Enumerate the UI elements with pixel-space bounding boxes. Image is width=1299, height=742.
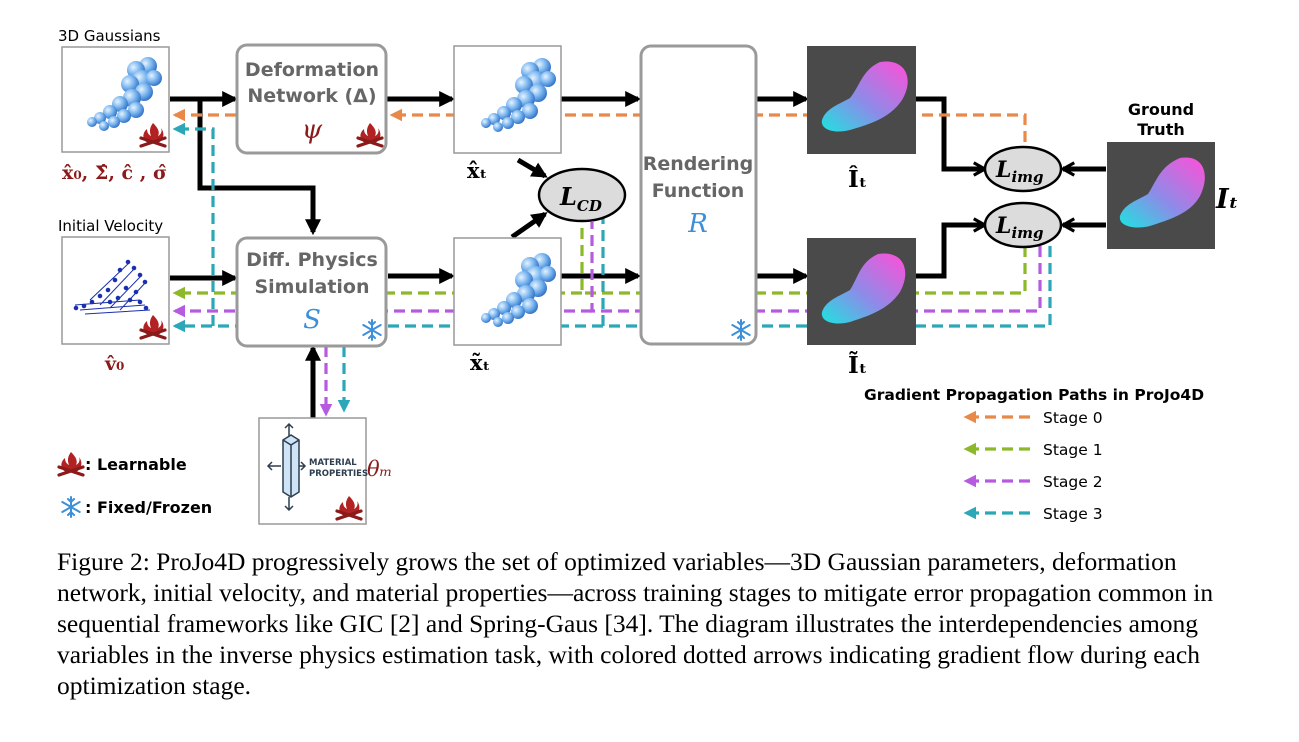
rendering-symbol: R	[687, 209, 708, 239]
deformation-title-line2: Network (Δ)	[247, 85, 376, 107]
key: : Learnable : Fixed/Frozen	[57, 450, 212, 518]
loss-img-subscript: img	[1011, 168, 1043, 186]
velocity-var-label: v̂₀	[104, 353, 124, 375]
ground-truth-line1: Ground	[1128, 100, 1194, 119]
velocity-panel	[61, 236, 170, 345]
material-label-line2: PROPERTIES	[309, 469, 368, 479]
i-hat-panel	[807, 46, 916, 154]
svg-text:LCD: LCD	[559, 182, 602, 215]
rendered-image-blob	[821, 61, 908, 132]
simulated-render-blob	[821, 253, 906, 324]
legend-title: Gradient Propagation Paths in ProJo4D	[864, 386, 1204, 404]
i-tilde-label: Ĩₜ	[848, 352, 867, 379]
physics-title-line1: Diff. Physics	[246, 249, 378, 271]
pipeline-diagram: 3D Gaussians x̂₀, Σ̂, ĉ , σ̂ Initial Vel…	[57, 27, 1239, 525]
gaussians-label: 3D Gaussians	[58, 27, 161, 45]
rendering-function-box: Rendering Function R	[639, 44, 758, 346]
velocity-label: Initial Velocity	[58, 217, 163, 235]
i-t-label: Iₜ	[1215, 184, 1239, 215]
physics-simulation-box: Diff. Physics Simulation S	[235, 236, 388, 348]
rendering-title-line1: Rendering	[643, 153, 754, 175]
loss-cd-node: LCD	[537, 167, 627, 223]
legend-stage-2: Stage 2	[1043, 473, 1103, 491]
x-tilde-panel	[453, 237, 562, 346]
i-tilde-panel	[807, 238, 916, 345]
legend-stage-3: Stage 3	[1043, 505, 1103, 523]
ground-truth-panel	[1107, 142, 1215, 249]
ground-truth-line2: Truth	[1137, 120, 1184, 139]
learnable-icon	[57, 450, 85, 477]
svg-text:Limg: Limg	[995, 157, 1044, 186]
material-label-line1: MATERIAL	[309, 458, 357, 468]
forward-arrows	[170, 90, 1106, 418]
key-learnable-label: : Learnable	[85, 455, 187, 474]
loss-img-bottom-node: Limg	[983, 201, 1063, 249]
gaussians-panel	[61, 46, 170, 153]
deformation-symbol: ψ	[302, 115, 323, 145]
x-hat-label: x̂ₜ	[467, 158, 487, 183]
svg-text:Limg: Limg	[995, 213, 1044, 242]
deformation-network-box: Deformation Network (Δ) ψ	[235, 43, 388, 155]
gaussian-params-label: x̂₀, Σ̂, ĉ , σ̂	[62, 162, 167, 184]
legend-stage-1: Stage 1	[1043, 441, 1103, 459]
loss-img-top-node: Limg	[983, 145, 1063, 193]
loss-cd-symbol: L	[559, 182, 577, 211]
physics-symbol: S	[303, 305, 321, 335]
x-tilde-label: x̃ₜ	[470, 350, 490, 375]
theta-m-label: θₘ	[367, 457, 393, 481]
figure-caption: Figure 2: ProJo4D progressively grows th…	[57, 547, 1214, 700]
velocity-field-image	[73, 259, 151, 315]
physics-title-line2: Simulation	[254, 276, 369, 298]
legend-stage-0: Stage 0	[1043, 409, 1103, 427]
key-frozen-label: : Fixed/Frozen	[85, 498, 212, 517]
loss-img-symbol: L	[995, 213, 1011, 239]
rendering-title-line2: Function	[652, 180, 745, 202]
i-hat-label: Îₜ	[848, 166, 867, 193]
deformation-title-line1: Deformation	[245, 59, 379, 81]
material-cube-icon	[266, 422, 307, 512]
loss-cd-subscript: CD	[577, 197, 602, 215]
frozen-icon	[61, 496, 81, 518]
gradient-legend: Gradient Propagation Paths in ProJo4D St…	[864, 386, 1204, 523]
loss-img-subscript: img	[1011, 224, 1043, 242]
material-properties-panel: MATERIAL PROPERTIES	[258, 417, 368, 525]
x-hat-panel	[453, 45, 562, 154]
ground-truth-blob	[1119, 157, 1205, 228]
loss-img-symbol: L	[995, 157, 1011, 183]
